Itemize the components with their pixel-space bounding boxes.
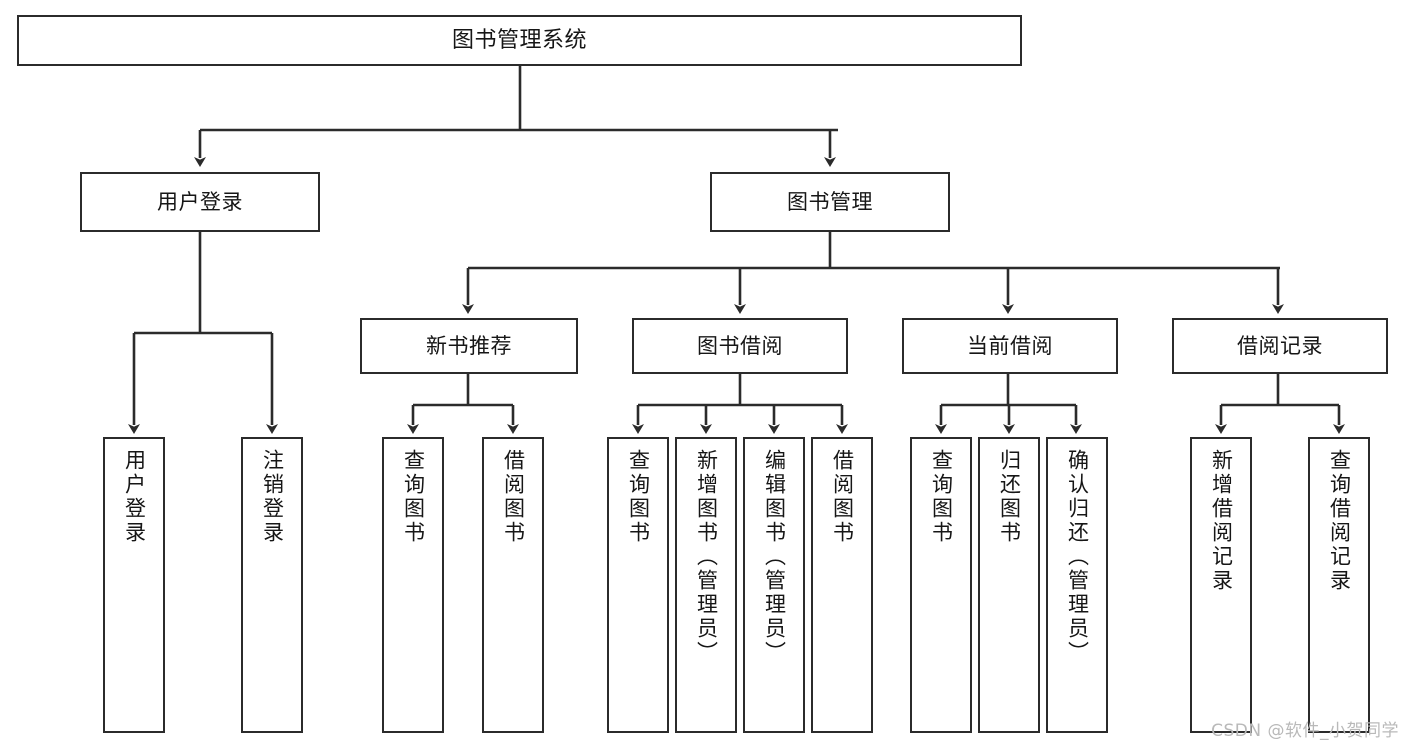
node-label: 注销登录 — [260, 449, 285, 545]
node-label: 确认归还（管理员） — [1065, 449, 1090, 665]
leaf-return-book[interactable]: 归还图书 — [978, 437, 1040, 733]
node-book-management[interactable]: 图书管理 — [710, 172, 950, 232]
node-root-system[interactable]: 图书管理系统 — [17, 15, 1022, 66]
node-label: 用户登录 — [157, 189, 243, 214]
leaf-query-book-2[interactable]: 查询图书 — [607, 437, 669, 733]
leaf-logout[interactable]: 注销登录 — [241, 437, 303, 733]
node-label: 借阅记录 — [1237, 333, 1323, 358]
node-label: 新书推荐 — [426, 333, 512, 358]
node-label: 图书管理系统 — [451, 27, 587, 53]
node-label: 归还图书 — [997, 449, 1022, 545]
leaf-query-borrow-record[interactable]: 查询借阅记录 — [1308, 437, 1370, 733]
node-label: 新增图书（管理员） — [694, 449, 719, 665]
node-label: 查询图书 — [929, 449, 954, 545]
leaf-borrow-book-1[interactable]: 借阅图书 — [482, 437, 544, 733]
leaf-add-borrow-record[interactable]: 新增借阅记录 — [1190, 437, 1252, 733]
node-label: 图书借阅 — [697, 333, 783, 358]
leaf-edit-book-admin[interactable]: 编辑图书（管理员） — [743, 437, 805, 733]
node-book-borrow[interactable]: 图书借阅 — [632, 318, 848, 374]
node-label: 查询图书 — [626, 449, 651, 545]
node-label: 新增借阅记录 — [1209, 449, 1234, 593]
node-label: 查询图书 — [401, 449, 426, 545]
node-label: 借阅图书 — [501, 449, 526, 545]
leaf-confirm-return-admin[interactable]: 确认归还（管理员） — [1046, 437, 1108, 733]
csdn-watermark: CSDN @软件_小贺同学 — [1211, 721, 1399, 741]
leaf-borrow-book-2[interactable]: 借阅图书 — [811, 437, 873, 733]
node-label: 图书管理 — [787, 189, 873, 214]
leaf-add-book-admin[interactable]: 新增图书（管理员） — [675, 437, 737, 733]
node-user-login[interactable]: 用户登录 — [80, 172, 320, 232]
node-label: 用户登录 — [122, 449, 147, 545]
leaf-query-book-3[interactable]: 查询图书 — [910, 437, 972, 733]
node-label: 借阅图书 — [830, 449, 855, 545]
node-label: 查询借阅记录 — [1327, 449, 1352, 593]
node-current-borrow[interactable]: 当前借阅 — [902, 318, 1118, 374]
leaf-user-login[interactable]: 用户登录 — [103, 437, 165, 733]
node-new-book-recommend[interactable]: 新书推荐 — [360, 318, 578, 374]
node-label: 编辑图书（管理员） — [762, 449, 787, 665]
leaf-query-book-1[interactable]: 查询图书 — [382, 437, 444, 733]
node-borrow-record[interactable]: 借阅记录 — [1172, 318, 1388, 374]
node-label: 当前借阅 — [967, 333, 1053, 358]
